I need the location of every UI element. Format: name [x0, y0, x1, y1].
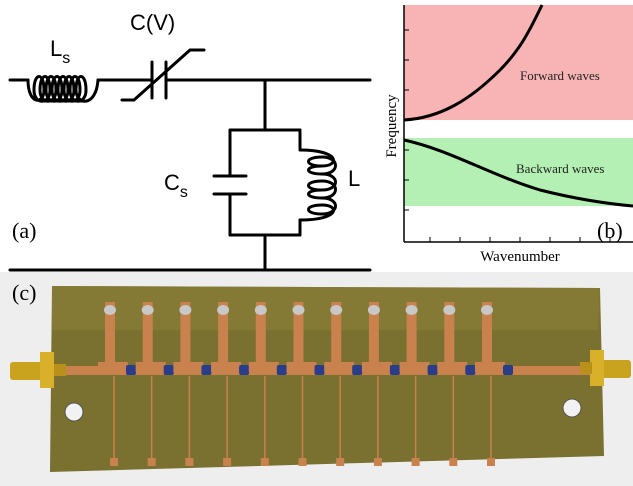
- stub-foot: [399, 362, 430, 372]
- varactor-chip: [201, 365, 212, 375]
- forward-wave-curve: [403, 4, 544, 122]
- solder-pad: [141, 305, 154, 315]
- varactor-tuning-arrow: [120, 48, 206, 102]
- copper-stub: [331, 302, 342, 368]
- y-axis-label: Frequency: [384, 94, 400, 158]
- mounting-hole-left: [64, 402, 84, 422]
- solder-pad: [179, 305, 192, 315]
- panel-a-label: (a): [12, 218, 36, 243]
- stub-foot: [135, 362, 166, 372]
- bias-pad: [336, 458, 345, 466]
- backward-band: [404, 138, 633, 206]
- shunt-inductor-label: L: [348, 166, 360, 191]
- series-inductor-symbol: [26, 75, 100, 103]
- stub-foot: [437, 362, 468, 372]
- copper-stub: [255, 302, 266, 368]
- varactor-chip: [126, 365, 136, 375]
- stub-foot: [211, 362, 242, 372]
- bias-pad: [185, 458, 194, 466]
- varactor-chip: [389, 365, 400, 375]
- copper-stub: [406, 302, 417, 368]
- solder-pad: [443, 305, 456, 315]
- x-ticks: [429, 237, 611, 242]
- shunt-inductor-symbol: [298, 148, 337, 222]
- bias-pad: [373, 458, 382, 466]
- solder-pad: [481, 305, 493, 315]
- solder-pad: [292, 305, 305, 315]
- solder-pad: [104, 305, 116, 315]
- copper-stub: [482, 302, 492, 368]
- bias-pad: [487, 458, 495, 466]
- panel-c-label: (c): [12, 280, 36, 305]
- bias-pad: [110, 458, 118, 466]
- stub-foot: [286, 362, 317, 372]
- copper-stub: [293, 302, 304, 368]
- solder-pad: [367, 305, 380, 315]
- copper-stub: [105, 302, 115, 368]
- varactor-chip: [503, 365, 513, 375]
- x-axis-label: Wavenumber: [480, 249, 560, 265]
- varactor-label: C(V): [130, 10, 175, 35]
- backward-wave-curve: [403, 138, 633, 208]
- varactor-chip: [427, 365, 438, 375]
- varactor-chip: [276, 365, 287, 375]
- solder-pad: [405, 305, 418, 315]
- stub-foot: [324, 362, 355, 372]
- bias-pad: [147, 458, 156, 466]
- varactor-chip: [239, 365, 250, 375]
- bias-pad: [449, 458, 458, 466]
- stub-array: [98, 302, 513, 466]
- varactor-chip: [163, 365, 174, 375]
- solder-pad: [217, 305, 230, 315]
- forward-band-label: Forward waves: [520, 68, 600, 83]
- series-inductor-label: Ls: [50, 36, 70, 67]
- stub-foot: [98, 362, 128, 372]
- mounting-hole-right: [562, 398, 582, 418]
- stub-foot: [173, 362, 204, 372]
- bias-pad: [260, 458, 269, 466]
- stub-foot: [248, 362, 279, 372]
- copper-stub: [444, 302, 455, 368]
- panel-c-photo: [0, 272, 633, 486]
- shunt-capacitor-label: Cs: [164, 170, 188, 201]
- solder-pad: [330, 305, 343, 315]
- copper-stub: [142, 302, 153, 368]
- stub-foot: [475, 362, 505, 372]
- panel-b-dispersion: [403, 4, 633, 243]
- panel-b-label: (b): [597, 218, 623, 243]
- sma-connector-right: [580, 350, 631, 386]
- varactor-chip: [465, 365, 476, 375]
- varactor-chip: [314, 365, 325, 375]
- solder-pad: [254, 305, 267, 315]
- copper-stub: [218, 302, 229, 368]
- backward-band-label: Backward waves: [516, 161, 604, 176]
- bias-pad: [223, 458, 232, 466]
- copper-stub: [180, 302, 191, 368]
- sma-connector-left: [10, 352, 66, 388]
- varactor-chip: [352, 365, 363, 375]
- panel-a-circuit: [8, 48, 372, 272]
- pcb-board-shade: [52, 286, 600, 330]
- copper-stub: [368, 302, 379, 368]
- stub-foot: [361, 362, 392, 372]
- forward-band: [404, 5, 633, 120]
- bias-pad: [298, 458, 307, 466]
- bias-pad: [411, 458, 420, 466]
